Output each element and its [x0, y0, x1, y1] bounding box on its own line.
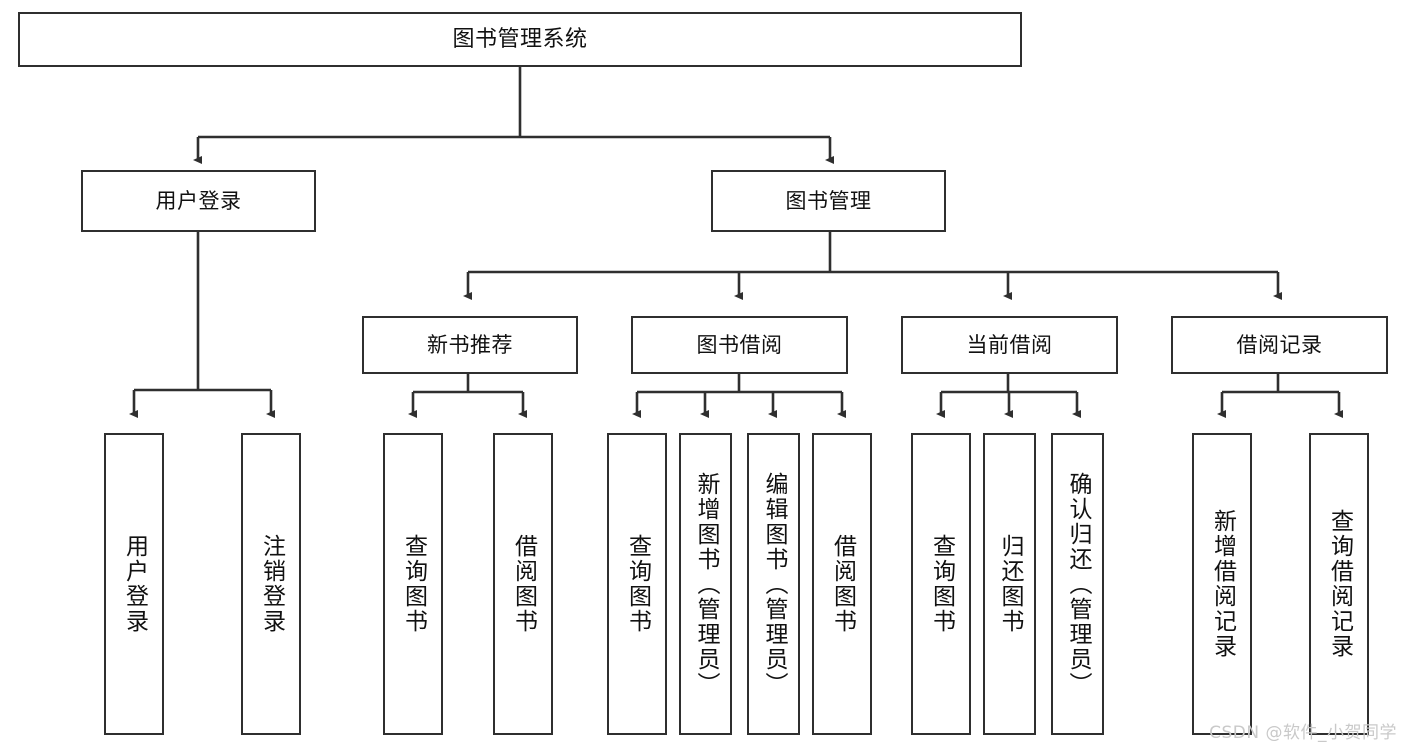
- leaf-borrow-edit-book-label: 编辑图书（管理员）: [761, 471, 787, 697]
- leaf-records-query-record[interactable]: 查询借阅记录: [1309, 433, 1369, 735]
- leaf-user-login-signout[interactable]: 注销登录: [241, 433, 301, 735]
- leaf-records-query-record-label: 查询借阅记录: [1326, 509, 1353, 659]
- node-borrow-records-label: 借阅记录: [1236, 332, 1323, 357]
- leaf-borrow-borrow-book[interactable]: 借阅图书: [812, 433, 872, 735]
- leaf-user-login-signout-label: 注销登录: [258, 534, 285, 634]
- leaf-recommend-query-book-label: 查询图书: [400, 534, 427, 634]
- node-new-book-recommend[interactable]: 新书推荐: [362, 316, 578, 374]
- node-root-label: 图书管理系统: [452, 26, 588, 52]
- node-root[interactable]: 图书管理系统: [18, 12, 1022, 67]
- leaf-borrow-query-book[interactable]: 查询图书: [607, 433, 667, 735]
- leaf-current-return-book-label: 归还图书: [997, 534, 1023, 634]
- leaf-user-login-signin[interactable]: 用户登录: [104, 433, 164, 735]
- leaf-borrow-add-book[interactable]: 新增图书（管理员）: [679, 433, 732, 735]
- leaf-borrow-edit-book[interactable]: 编辑图书（管理员）: [747, 433, 800, 735]
- leaf-recommend-borrow-book-label: 借阅图书: [510, 534, 537, 634]
- leaf-current-query-book[interactable]: 查询图书: [911, 433, 971, 735]
- leaf-current-confirm-return-label: 确认归还（管理员）: [1065, 471, 1091, 697]
- leaf-borrow-borrow-book-label: 借阅图书: [829, 534, 856, 634]
- node-new-book-recommend-label: 新书推荐: [427, 332, 513, 357]
- leaf-current-return-book[interactable]: 归还图书: [983, 433, 1036, 735]
- node-user-login[interactable]: 用户登录: [81, 170, 316, 232]
- leaf-borrow-add-book-label: 新增图书（管理员）: [693, 471, 719, 697]
- leaf-recommend-query-book[interactable]: 查询图书: [383, 433, 443, 735]
- node-book-management[interactable]: 图书管理: [711, 170, 946, 232]
- watermark-text: CSDN @软件_小贺同学: [1209, 723, 1397, 743]
- leaf-current-query-book-label: 查询图书: [928, 534, 955, 634]
- leaf-records-add-record-label: 新增借阅记录: [1209, 509, 1236, 659]
- node-borrow-records[interactable]: 借阅记录: [1171, 316, 1388, 374]
- node-current-borrow-label: 当前借阅: [966, 332, 1053, 357]
- leaf-borrow-query-book-label: 查询图书: [624, 534, 651, 634]
- leaf-user-login-signin-label: 用户登录: [121, 534, 148, 634]
- node-book-borrow[interactable]: 图书借阅: [631, 316, 848, 374]
- node-user-login-label: 用户登录: [155, 188, 242, 213]
- node-book-borrow-label: 图书借阅: [696, 332, 783, 357]
- leaf-recommend-borrow-book[interactable]: 借阅图书: [493, 433, 553, 735]
- node-current-borrow[interactable]: 当前借阅: [901, 316, 1118, 374]
- node-book-management-label: 图书管理: [785, 188, 872, 213]
- leaf-current-confirm-return[interactable]: 确认归还（管理员）: [1051, 433, 1104, 735]
- leaf-records-add-record[interactable]: 新增借阅记录: [1192, 433, 1252, 735]
